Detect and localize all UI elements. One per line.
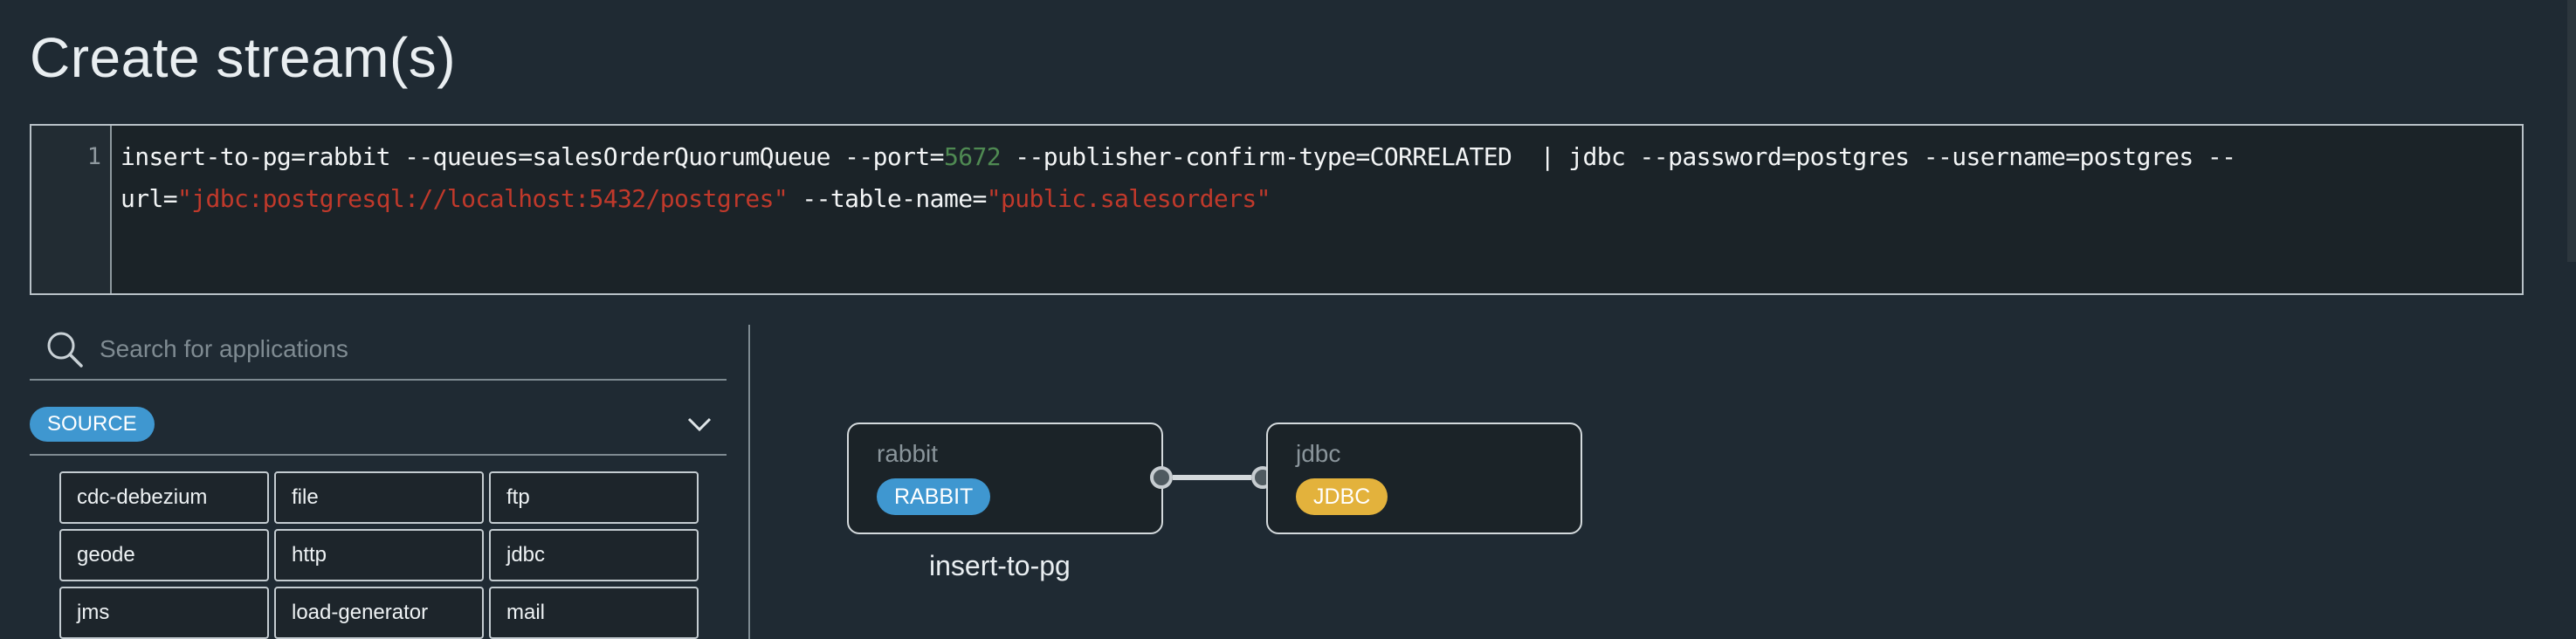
code-token: --publisher-confirm-type=CORRELATED | jd… [1000,142,2236,171]
stream-connector[interactable] [1173,475,1251,480]
line-number: 1 [86,143,101,170]
page-title: Create stream(s) [30,26,457,89]
source-badge: SOURCE [30,407,155,442]
app-tile-http[interactable]: http [274,529,484,581]
flo-canvas[interactable]: rabbit RABBIT jdbc JDBC insert-to-pg [751,297,2576,639]
scrollbar[interactable] [2567,0,2576,262]
node-type-badge: JDBC [1296,478,1388,515]
node-jdbc[interactable]: jdbc JDBC [1266,423,1582,534]
stream-name-label: insert-to-pg [929,550,1071,581]
code-token-string: "public.salesorders" [986,184,1271,213]
dsl-code-text[interactable]: insert-to-pg=rabbit --queues=salesOrderQ… [121,136,2510,220]
search-input[interactable] [98,328,713,370]
app-tile-file[interactable]: file [274,471,484,524]
app-tile-cdc-debezium[interactable]: cdc-debezium [59,471,269,524]
code-token-number: 5672 [943,142,1002,171]
panel-divider[interactable] [748,325,750,639]
app-tile-geode[interactable]: geode [59,529,269,581]
stream-dsl-editor[interactable]: 1 insert-to-pg=rabbit --queues=salesOrde… [30,124,2524,295]
node-rabbit[interactable]: rabbit RABBIT [847,423,1163,534]
node-name: rabbit [877,440,939,467]
code-token-string: "jdbc:postgresql://localhost:5432/postgr… [177,184,789,213]
code-token: insert-to-pg=rabbit --queues=salesOrderQ… [121,142,945,171]
app-tile-mail[interactable]: mail [489,587,699,639]
code-token: url= [121,184,178,213]
app-tile-jms[interactable]: jms [59,587,269,639]
app-grid: cdc-debezium file ftp geode http jdbc jm… [59,471,702,639]
editor-gutter: 1 [31,126,112,293]
node-type-badge: RABBIT [877,478,991,515]
search-row [30,318,727,381]
code-token: --table-name= [788,184,987,213]
node-name: jdbc [1296,440,1341,467]
app-tile-ftp[interactable]: ftp [489,471,699,524]
app-tile-load-generator[interactable]: load-generator [274,587,484,639]
chevron-down-icon[interactable] [686,414,713,435]
output-port[interactable] [1150,466,1173,489]
group-header-source[interactable]: SOURCE [30,389,727,456]
app-tile-jdbc[interactable]: jdbc [489,529,699,581]
search-icon [47,332,83,368]
